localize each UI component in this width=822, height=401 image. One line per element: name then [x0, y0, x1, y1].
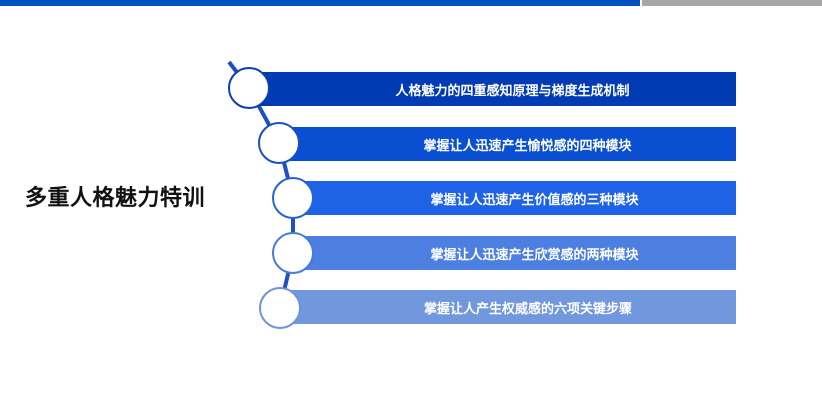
circle-marker-4: [272, 232, 314, 274]
list-item-5: 掌握让人产生权威感的六项关键步骤: [280, 290, 736, 324]
page-title: 多重人格魅力特训: [25, 186, 206, 211]
list-item-1: 人格魅力的四重感知原理与梯度生成机制: [249, 72, 736, 106]
list-item-3: 掌握让人迅速产生价值感的三种模块: [293, 181, 736, 215]
item-label: 掌握让人迅速产生价值感的三种模块: [430, 192, 639, 208]
circle-marker-2: [258, 122, 300, 164]
circle-marker-5: [259, 287, 301, 329]
list-item-2: 掌握让人迅速产生愉悦感的四种模块: [279, 127, 736, 161]
item-label: 掌握让人迅速产生欣赏感的两种模块: [430, 247, 639, 263]
item-label: 人格魅力的四重感知原理与梯度生成机制: [395, 83, 630, 99]
header-accent-bar: [0, 0, 640, 6]
header-gray-bar: [642, 0, 822, 6]
circle-marker-3: [272, 177, 314, 219]
item-label: 掌握让人产生权威感的六项关键步骤: [423, 301, 632, 317]
list-item-4: 掌握让人迅速产生欣赏感的两种模块: [293, 236, 736, 270]
item-label: 掌握让人迅速产生愉悦感的四种模块: [423, 138, 632, 154]
circle-marker-1: [228, 67, 270, 109]
